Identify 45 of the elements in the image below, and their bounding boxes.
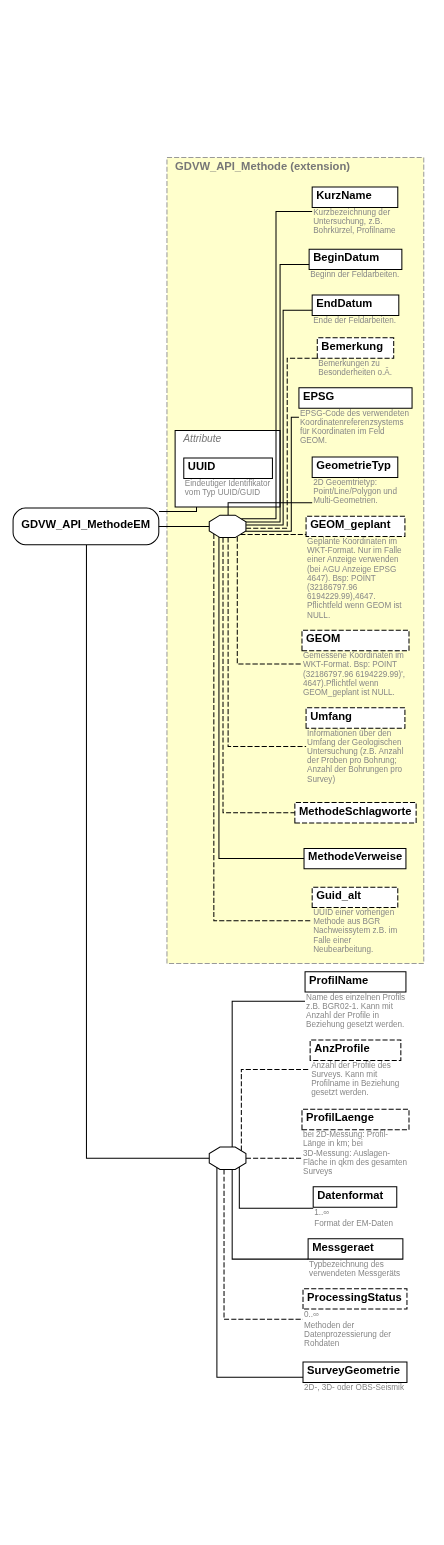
connector [227, 502, 313, 516]
node-label: Format der EM-Daten [313, 1218, 393, 1228]
node-label: 2D-, 3D- oder OBS-Seismik [303, 1382, 404, 1392]
connector [236, 536, 302, 665]
connector [245, 357, 318, 529]
node-label: Kurzbezeichnung der Untersuchung, z.B. Bohrkürzel, Profilname [312, 207, 396, 236]
connector [158, 506, 197, 513]
node-label: Name des einzelnen Profils z.B. BGR02-1. Kann mit Anzahl der Profile in Beziehung gesetzt werden. [305, 992, 405, 1030]
connector [245, 309, 313, 526]
node-label: EPSG-Code des verwendeten Koordinatenreferenzsystems für Koordinaten im Feld GEOM. [299, 408, 409, 446]
connector [222, 537, 295, 814]
node-label: UUID einer vorherigen Methode aus BGR Nachweissytem z.B. im Falle einer Neubearbeitung. [312, 908, 397, 954]
connector [212, 533, 313, 922]
node-label: Typbezeichnung des verwendeten Messgeräts [308, 1259, 400, 1278]
node-label: Eindeutiger Identifikator vom Typ UUID/GUID [184, 479, 270, 498]
connector [85, 544, 210, 1159]
node-label: 0..∞ [303, 1309, 319, 1319]
node-box: GDVW_API_MethodeEM [12, 507, 159, 546]
node-octagon [208, 514, 246, 539]
connector [244, 1157, 302, 1159]
node-label: Informationen über den Umfang der Geologischen Untersuchung (z.B. Anzahl der Proben pro Bohrung; Anzahl der Bohrungen pro Survey) [306, 728, 403, 784]
connector [157, 525, 210, 527]
node-label: Anzahl der Profile des Surveys. Kann mit Profilname in Beziehung gesetzt werden. [310, 1060, 399, 1098]
connector [240, 1069, 311, 1152]
node-label: 2D Geoemtrietyp: Point/Line/Polygon und Multi-Geometrien. [312, 478, 397, 506]
node-label: Bemerkungen zu Besonderheiten o.Ä. [317, 358, 392, 377]
connector [217, 536, 305, 860]
node-label: Beginn der Feldarbeiten. [309, 270, 399, 280]
connector [223, 1169, 303, 1320]
connector [238, 1166, 314, 1209]
node-label: Ende der Feldarbeiten. [312, 315, 396, 325]
connector [240, 211, 313, 520]
connector [215, 1167, 303, 1378]
node-label: bei 2D-Messung: Profil-Länge in km; bei 3D-Messung: Auslagen-Fläche in qkm des gesamten Surveys [302, 1130, 407, 1176]
node-label: Geplante Koordinaten im WKT-Format. Nur im Falle einer Anzeige verwenden (bei AGU Anzeige EPSG 4647). Bsp: POINT (32186797.96 6194229.99),4647. Pflichtfeld wenn GEOM ist NULL. [306, 537, 402, 620]
connector [244, 416, 299, 532]
connector [244, 263, 310, 523]
connector [231, 1169, 309, 1260]
node-label: 1..∞ [313, 1207, 329, 1217]
node-label: Gemessene Koordinaten im WKT-Format. Bsp: POINT (32186797.96 6194229.99)',4647).Pflichtfel wenn GEOM_geplant ist NULL. [302, 651, 405, 697]
connector [227, 537, 307, 747]
connector [239, 533, 307, 535]
connector [231, 1000, 306, 1148]
node-label: Methoden der Datenprozessierung der Rohdaten [303, 1320, 391, 1349]
node-octagon [208, 1146, 246, 1170]
